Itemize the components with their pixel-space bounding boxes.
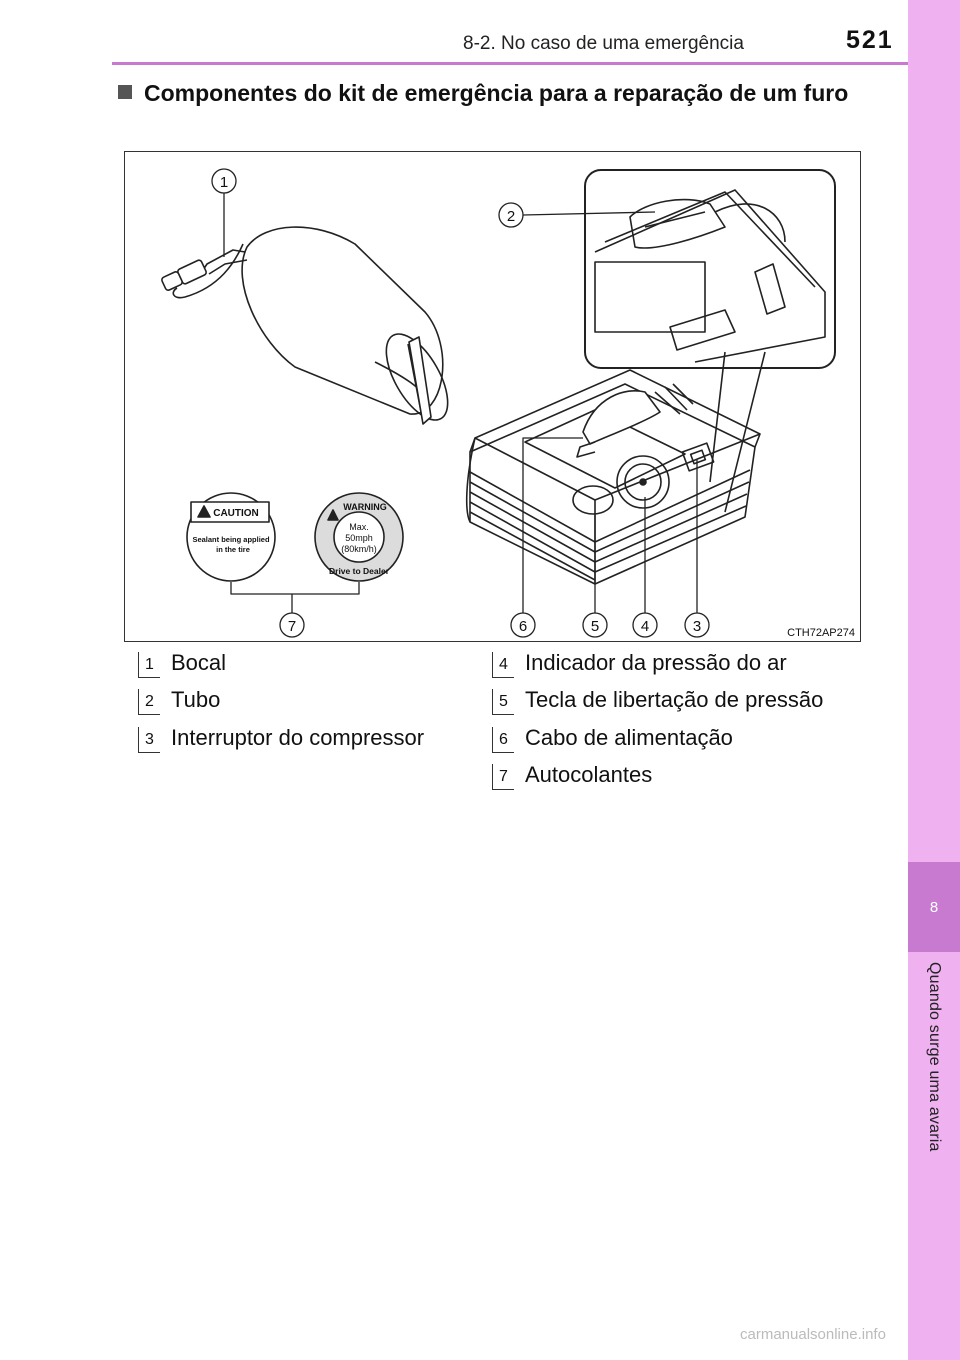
warning-sticker — [314, 492, 404, 582]
figure-code: CTH72AP274 — [787, 627, 855, 639]
legend-number: 3 — [138, 727, 160, 753]
legend-number: 7 — [492, 764, 514, 790]
callout-5-label: 5 — [591, 618, 599, 635]
legend-label: Indicador da pressão do ar — [525, 650, 787, 675]
legend-number: 5 — [492, 689, 514, 715]
chapter-number: 8 — [929, 898, 939, 916]
legend-label: Tecla de libertação de pressão — [525, 687, 824, 712]
callout-1-label: 1 — [220, 174, 228, 191]
callout-5: 5 — [582, 612, 608, 638]
kit-drawing: CAUTION Sealant being applied in the tir… — [161, 168, 855, 639]
chapter-number-box: 8 — [908, 862, 960, 952]
callout-4: 4 — [632, 612, 658, 638]
chapter-title: Quando surge uma avaria — [926, 962, 943, 1152]
callout-1: 1 — [211, 168, 237, 194]
square-bullet-icon — [118, 85, 132, 99]
callout-7-label: 7 — [288, 618, 296, 635]
legend-number: 4 — [492, 652, 514, 678]
caution-line1: Sealant being applied — [192, 535, 270, 544]
legend-number: 2 — [138, 689, 160, 715]
legend-label: Bocal — [171, 650, 227, 675]
warning-arc: Drive to Dealer — [329, 566, 390, 576]
heading-text: Componentes do kit de emergência para a … — [144, 80, 849, 106]
caution-line2: in the tire — [216, 545, 250, 554]
callout-leaders — [223, 192, 698, 617]
header-rule — [112, 62, 908, 65]
warning-line1: Max. — [349, 522, 369, 532]
legend-label: Interruptor do compressor — [171, 725, 425, 750]
section-heading: Componentes do kit de emergência para a … — [118, 78, 858, 108]
legend-label: Autocolantes — [525, 762, 653, 787]
watermark: carmanualsonline.info — [740, 1326, 886, 1343]
callout-4-label: 4 — [641, 618, 649, 635]
caution-sticker — [186, 492, 276, 582]
chapter-side-tab — [908, 0, 960, 1360]
compressor — [465, 369, 761, 585]
callout-3-label: 3 — [693, 618, 701, 635]
legend-label: Cabo de alimentação — [525, 725, 733, 750]
warning-line3: (80km/h) — [341, 544, 377, 554]
chapter-side-label: Quando surge uma avaria — [914, 962, 954, 1212]
caution-title: CAUTION — [213, 508, 259, 519]
sealant-bottle — [161, 226, 449, 425]
callout-3: 3 — [684, 612, 710, 638]
callout-6: 6 — [510, 612, 536, 638]
callout-6-label: 6 — [519, 618, 527, 635]
legend-number: 1 — [138, 652, 160, 678]
callout-2: 2 — [498, 202, 524, 228]
page-number: 521 — [846, 26, 894, 54]
callout-2-label: 2 — [507, 208, 515, 225]
legend-number: 6 — [492, 727, 514, 753]
legend-label: Tubo — [171, 687, 221, 712]
warning-title: WARNING — [343, 502, 387, 512]
inset-detail — [584, 169, 836, 513]
section-title: 8-2. No caso de uma emergência — [463, 33, 744, 54]
kit-illustration: CAUTION Sealant being applied in the tir… — [124, 151, 861, 642]
warning-line2: 50mph — [345, 533, 373, 543]
callout-7: 7 — [279, 612, 305, 638]
